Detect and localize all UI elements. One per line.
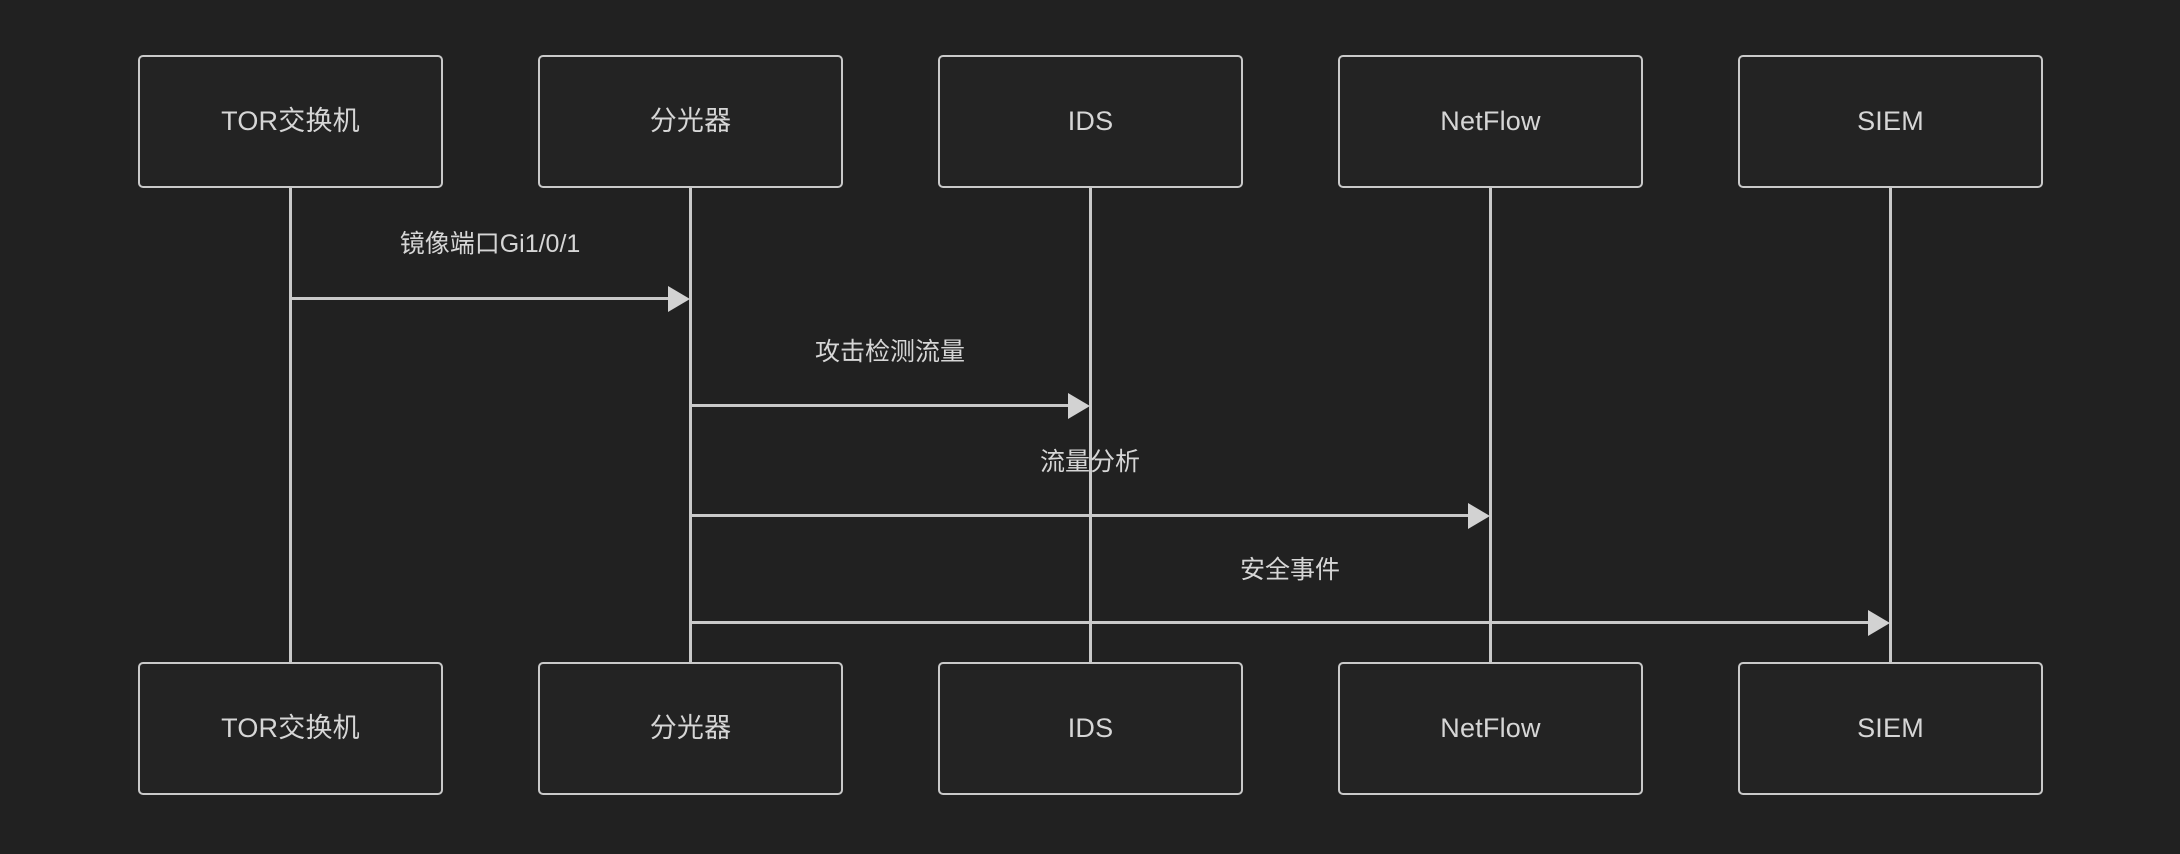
message-arrowhead-4 xyxy=(1868,609,1890,636)
participant-box-netflow-bottom[interactable]: NetFlow xyxy=(1338,662,1643,795)
message-label-1: 镜像端口Gi1/0/1 xyxy=(399,230,581,258)
lifeline-tor xyxy=(289,188,292,662)
participant-label-siem: SIEM xyxy=(1857,106,1924,136)
lifeline-netflow xyxy=(1489,188,1492,662)
message-label-2: 攻击检测流量 xyxy=(814,338,966,366)
participant-label-tor: TOR交换机 xyxy=(221,106,360,136)
participant-box-netflow-top[interactable]: NetFlow xyxy=(1338,55,1643,188)
participant-box-siem-bottom[interactable]: SIEM xyxy=(1738,662,2043,795)
participant-box-splitter-bottom[interactable]: 分光器 xyxy=(538,662,843,795)
participant-box-tor-top[interactable]: TOR交换机 xyxy=(138,55,443,188)
message-arrowhead-2 xyxy=(1068,392,1090,419)
participant-label-tor: TOR交换机 xyxy=(221,713,360,743)
lifeline-splitter xyxy=(689,188,692,662)
message-arrow-line-2[interactable] xyxy=(690,404,1068,407)
lifeline-ids xyxy=(1089,188,1092,662)
participant-label-splitter: 分光器 xyxy=(649,106,732,136)
participant-box-splitter-top[interactable]: 分光器 xyxy=(538,55,843,188)
participant-box-tor-bottom[interactable]: TOR交换机 xyxy=(138,662,443,795)
participant-label-netflow: NetFlow xyxy=(1440,713,1541,743)
message-arrowhead-3 xyxy=(1468,502,1490,529)
message-label-4: 安全事件 xyxy=(1239,556,1341,584)
participant-box-siem-top[interactable]: SIEM xyxy=(1738,55,2043,188)
participant-label-netflow: NetFlow xyxy=(1440,106,1541,136)
message-label-3: 流量分析 xyxy=(1039,448,1141,476)
message-arrow-line-3[interactable] xyxy=(690,514,1468,517)
lifeline-siem xyxy=(1889,188,1892,662)
message-arrow-line-1[interactable] xyxy=(290,297,668,300)
participant-label-ids: IDS xyxy=(1067,713,1114,743)
participant-label-ids: IDS xyxy=(1067,106,1114,136)
message-arrow-line-4[interactable] xyxy=(690,621,1868,624)
participant-box-ids-top[interactable]: IDS xyxy=(938,55,1243,188)
participant-label-siem: SIEM xyxy=(1857,713,1924,743)
message-arrowhead-1 xyxy=(668,285,690,312)
participant-box-ids-bottom[interactable]: IDS xyxy=(938,662,1243,795)
participant-label-splitter: 分光器 xyxy=(649,713,732,743)
